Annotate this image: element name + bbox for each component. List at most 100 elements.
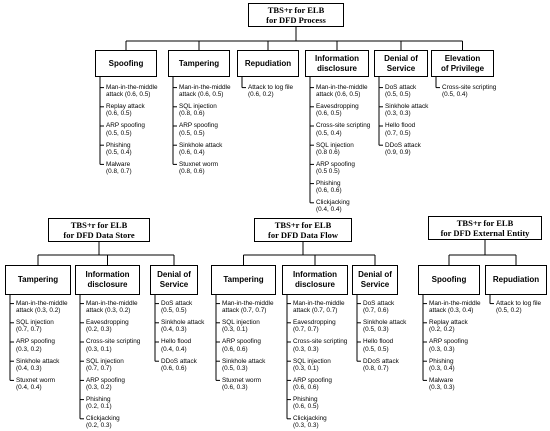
category-node: Repudiation [485, 265, 547, 295]
text-line: Malware [429, 376, 454, 384]
text-line: Sinkhole attack [363, 319, 407, 327]
text-line: (0.3, 0.1) [222, 326, 248, 334]
text-line: SQL injection [293, 357, 331, 365]
threat-leaf: Hello flood(0.7, 0.5) [385, 122, 415, 136]
text-line: Clickjacking [293, 415, 327, 423]
text-line: Man-in-the-middle [179, 84, 231, 91]
threat-leaf: Attack to log file(0.6, 0.2) [248, 84, 293, 98]
threat-leaf: Hello flood(0.4, 0.4) [161, 338, 191, 352]
text-line: Spoofing [108, 58, 144, 68]
category-node: Spoofing [418, 265, 480, 295]
category-node: Tampering [168, 50, 230, 77]
text-line: Phishing [293, 396, 318, 403]
text-line: Phishing [106, 141, 131, 149]
text-line: DoS attack [161, 300, 193, 307]
text-line: Replay attack [429, 319, 468, 327]
text-line: TBS+r for ELB [274, 220, 332, 230]
text-line: Replay attack [106, 103, 145, 111]
text-line: (0.6, 0.5) [293, 403, 319, 411]
text-line: (0.7, 0.7) [16, 326, 42, 334]
threat-leaf: DDoS attack(0.8, 0.7) [363, 358, 399, 372]
text-line: Repudiation [492, 275, 540, 284]
text-line: (0.3, 0.3) [385, 110, 411, 118]
text-line: for DFD Process [266, 15, 326, 25]
text-line: Hello flood [385, 122, 416, 130]
text-line: SQL injection [222, 319, 260, 327]
text-line: for DFD Data Store [63, 230, 135, 240]
text-line: SQL injection [316, 141, 354, 149]
threat-leaf: Sinkhole attack(0.3, 0.3) [385, 103, 428, 117]
text-line: Service [159, 280, 189, 289]
text-line: (0.5, 0.3) [363, 326, 389, 334]
text-line: Eavesdropping [293, 319, 336, 327]
text-line: Cross-site scripting [86, 338, 141, 346]
text-line: Stuxnet worm [222, 376, 262, 384]
text-line: Phishing [316, 180, 341, 187]
text-line: Man-in-the-middle [316, 84, 368, 91]
text-line: (0.6, 0.6) [222, 345, 248, 353]
text-line: Denial of [157, 270, 191, 279]
text-line: ARP spoofing [293, 376, 332, 384]
category-node: Tampering [5, 265, 71, 295]
text-line: SQL injection [179, 103, 217, 111]
threat-leaf: Sinkhole attack(0.5, 0.3) [363, 319, 406, 333]
text-line: Clickjacking [86, 415, 120, 423]
text-line: SQL injection [86, 357, 124, 365]
threat-leaf: Replay attack(0.6, 0.5) [106, 103, 145, 117]
text-line: attack (0.3, 0.2) [16, 307, 61, 315]
threat-leaf: Clickjacking(0.3, 0.3) [293, 415, 327, 429]
text-line: DDoS attack [161, 357, 197, 365]
text-line: Spoofing [431, 275, 467, 284]
text-line: (0.8, 0.6) [179, 110, 205, 118]
text-line: (0.5, 0.2) [496, 307, 522, 315]
threat-leaf: Cross-site scripting(0.3, 0.3) [293, 338, 347, 352]
threat-leaf: ARP spoofing(0.5, 0.5) [179, 122, 218, 136]
text-line: Man-in-the-middle [429, 300, 481, 307]
text-line: Denial of [358, 270, 392, 279]
text-line: for DFD Data Flow [268, 230, 338, 240]
text-line: Sinkhole attack [385, 103, 429, 111]
text-line: DDoS attack [385, 141, 421, 149]
threat-leaf: Phishing(0.6, 0.5) [293, 396, 319, 410]
text-line: (0.5, 0.5) [363, 345, 389, 353]
text-line: Eavesdropping [86, 319, 129, 327]
text-line: Man-in-the-middle [222, 300, 274, 307]
text-line: SQL injection [16, 319, 54, 327]
text-line: (0.2, 0.2) [429, 326, 455, 334]
text-line: (0.4, 0.3) [161, 326, 187, 334]
text-line: Malware [106, 160, 131, 168]
threat-leaf: Replay attack(0.2, 0.2) [429, 319, 468, 333]
threat-leaf: SQL injection(0.3, 0.1) [222, 319, 260, 333]
threat-leaf: Phishing(0.6, 0.6) [316, 180, 342, 194]
text-line: Cross-site scripting [316, 122, 371, 130]
threat-leaf: SQL injection(0.3, 0.1) [293, 358, 331, 372]
text-line: attack (0.7, 0.7) [293, 307, 338, 315]
text-line: (0.3, 0.2) [86, 384, 112, 391]
threat-leaf: Cross-site scripting(0.3, 0.1) [86, 338, 140, 352]
text-line: (0.3, 0.3) [429, 345, 455, 353]
text-line: (0.6, 0.3) [222, 384, 248, 391]
text-line: Tampering [223, 275, 264, 284]
threat-leaf: Clickjacking(0.4, 0.4) [316, 199, 350, 213]
text-line: (0.5, 0.4) [106, 148, 132, 156]
text-line: (0.6, 0.4) [179, 148, 205, 156]
text-line: (0.7, 0.5) [385, 129, 411, 137]
threat-leaf: SQL injection(0.7, 0.7) [16, 319, 54, 333]
threat-leaf: Sinkhole attack(0.5, 0.3) [222, 358, 265, 372]
threat-leaf: Phishing(0.3, 0.4) [429, 358, 455, 372]
threat-leaf: ARP spoofing(0.5 0.5) [316, 161, 355, 175]
text-line: attack (0.7, 0.7) [222, 307, 267, 315]
category-node: Spoofing [95, 50, 157, 77]
threat-leaf: Hello flood(0.5, 0.5) [363, 338, 393, 352]
text-line: attack (0.6, 0.5) [179, 91, 224, 99]
